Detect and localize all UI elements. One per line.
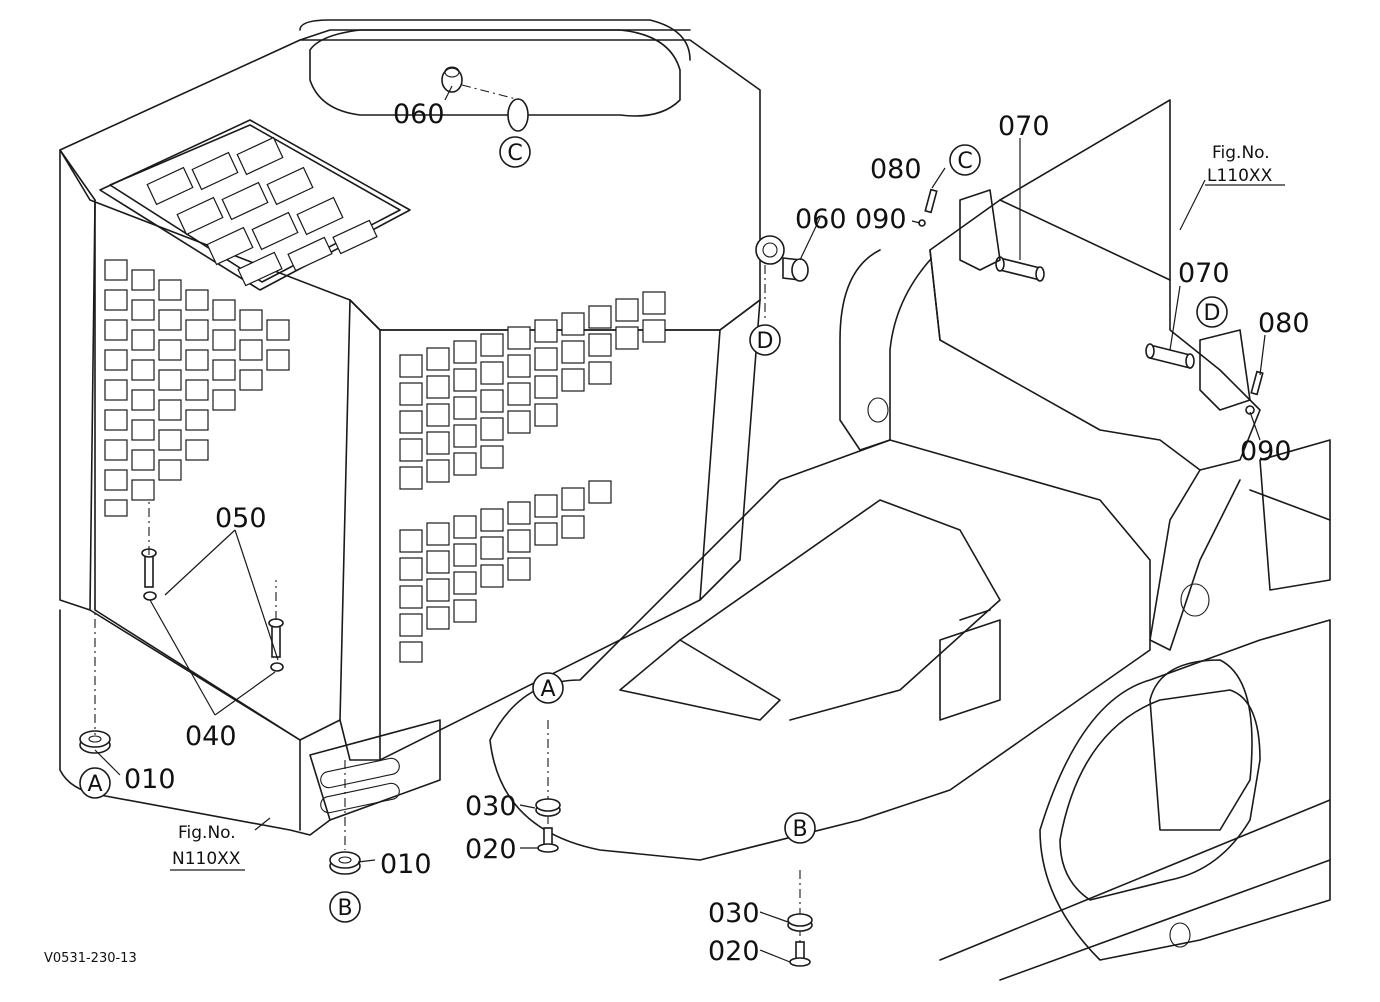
callout-040: 040: [185, 721, 237, 752]
bushing-060-top: [441, 66, 529, 132]
ref-circle-b-right: [784, 812, 816, 844]
side-mesh-lower: [399, 480, 612, 663]
cab-assembly: [59, 19, 761, 875]
ref-circle-c-top: [499, 136, 531, 168]
callout-060-right: 060: [795, 204, 847, 235]
reference-circles: C C D D A A B B: [79, 136, 1228, 923]
callout-020-right: 020: [708, 936, 760, 967]
figure-ref-n110xx-line1: Fig.No.: [178, 823, 236, 843]
ref-circle-c-top-label: C: [507, 141, 522, 166]
ref-circle-a-right-label: A: [540, 677, 555, 702]
roof-grille: [146, 136, 378, 287]
bolt-050-left: [141, 548, 157, 601]
ref-circle-a-right: [532, 672, 564, 704]
side-mesh-upper: [399, 291, 666, 490]
drawing-code: V0531-230-13: [44, 951, 137, 966]
callout-090-left: 090: [855, 204, 907, 235]
left-side-mesh: [104, 259, 290, 517]
callout-030-right: 030: [708, 898, 760, 929]
part-callouts: 060 060 080 090 070 070 080 090 050 040 …: [124, 99, 1310, 967]
callout-050: 050: [215, 503, 267, 534]
callout-010-left: 010: [124, 764, 176, 795]
ref-circle-a-left: [79, 767, 111, 799]
callout-080-left: 080: [870, 154, 922, 185]
ref-circle-d-left: [749, 324, 781, 356]
callout-010-right: 010: [380, 849, 432, 880]
callout-020-left: 020: [465, 834, 517, 865]
callout-070-right: 070: [1178, 258, 1230, 289]
cushion-010-right: [329, 851, 361, 875]
ref-circle-a-left-label: A: [87, 772, 102, 797]
mount-a-stack: [535, 720, 561, 853]
ref-circle-b-right-label: B: [792, 817, 807, 842]
callout-060-top: 060: [393, 99, 445, 130]
callout-080-right: 080: [1258, 308, 1310, 339]
main-frame: [489, 99, 1331, 981]
callout-090-right: 090: [1240, 436, 1292, 467]
figure-ref-n110xx-line2: N110XX: [172, 849, 241, 869]
pin-070-left: [995, 256, 1045, 282]
bushing-060-right: [755, 235, 809, 320]
figure-ref-l110xx: Fig.No. L110XX: [1207, 143, 1273, 186]
figure-ref-l110xx-line1: Fig.No.: [1212, 143, 1270, 163]
callout-030-left: 030: [465, 791, 517, 822]
mount-b-stack: [787, 870, 813, 967]
ref-circle-b-left-label: B: [337, 896, 352, 921]
bolt-050-right: [268, 618, 284, 672]
leader-lines: [94, 85, 1285, 963]
ref-circle-d-right-label: D: [1204, 301, 1221, 326]
figure-ref-n110xx: Fig.No. N110XX: [172, 823, 241, 869]
ref-circle-c-right-label: C: [957, 149, 972, 174]
pin-070-right: [1145, 343, 1195, 370]
ref-circle-d-left-label: D: [757, 329, 774, 354]
ref-circle-b-left: [329, 891, 361, 923]
figure-ref-l110xx-line2: L110XX: [1207, 166, 1273, 186]
callout-070-left: 070: [998, 111, 1050, 142]
ref-circle-d-right: [1196, 296, 1228, 328]
cushion-010-left: [79, 730, 111, 754]
ref-circle-c-right: [949, 144, 981, 176]
